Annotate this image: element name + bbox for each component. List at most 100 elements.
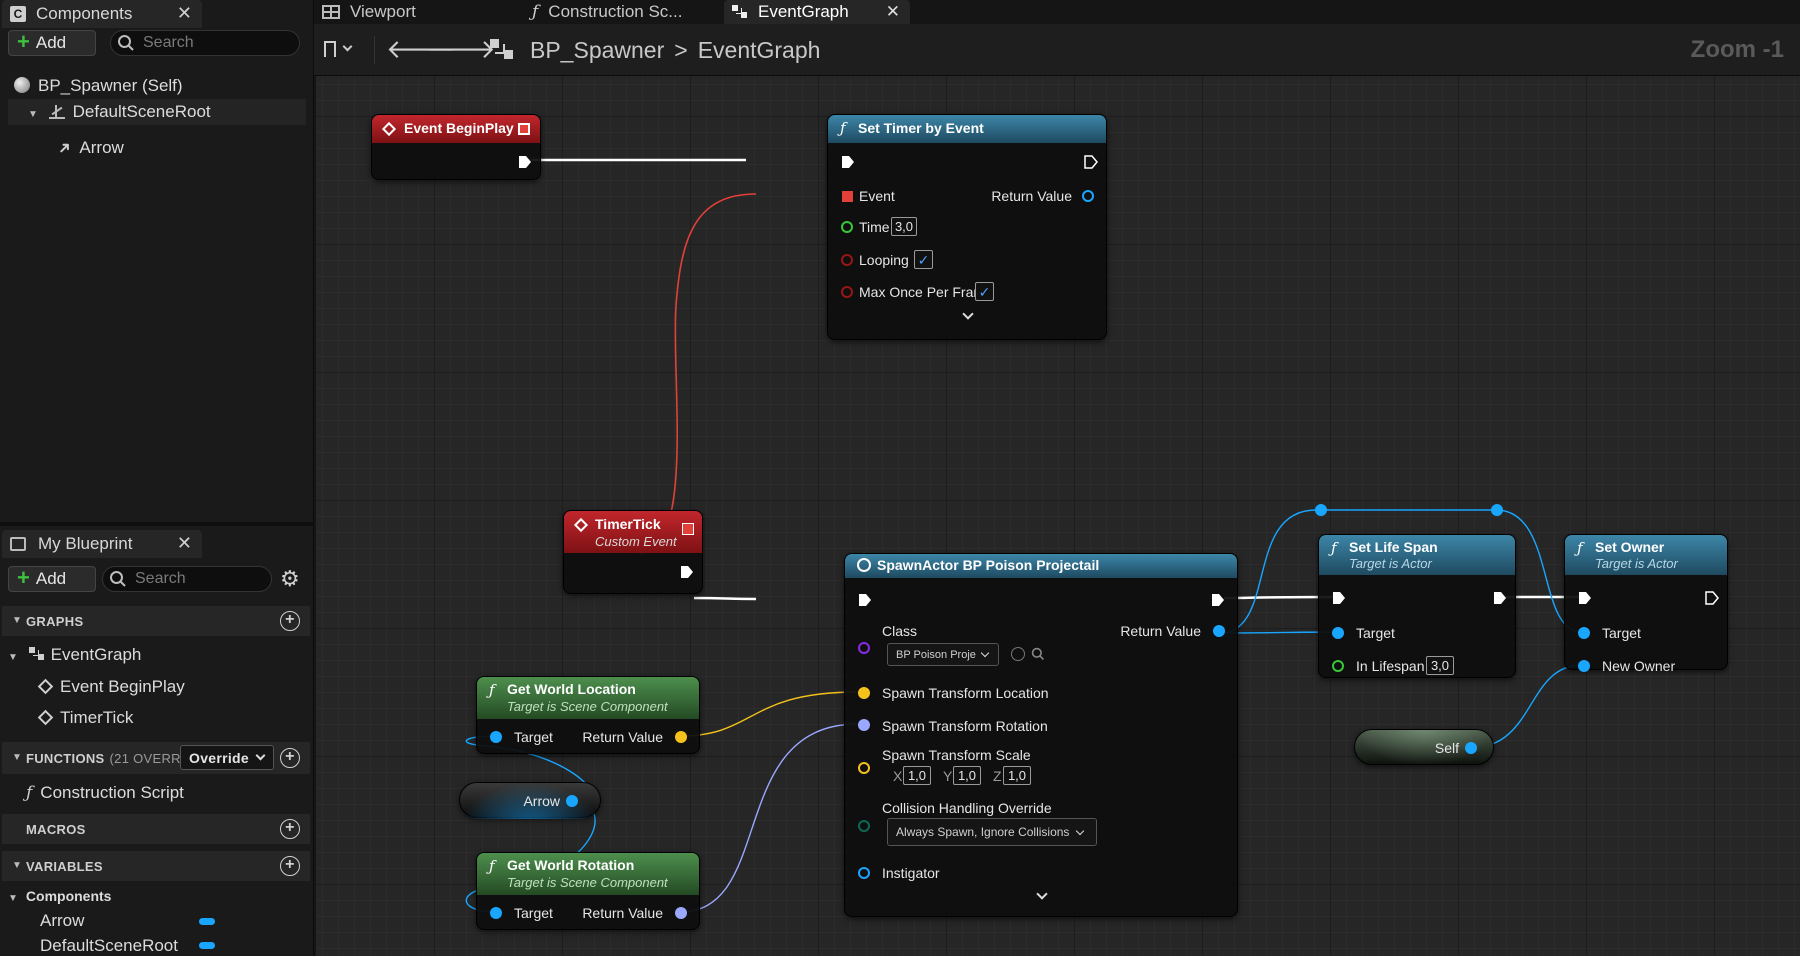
tree-item-arrow[interactable]: ➜Arrow [54, 138, 124, 160]
node-event-beginplay[interactable]: Event BeginPlay [371, 114, 541, 180]
exec-out-pin[interactable] [680, 565, 694, 579]
self-out-pin[interactable] [1465, 742, 1477, 754]
node-set-life-span[interactable]: ƒ Set Life Span Target is Actor Target I… [1318, 534, 1516, 678]
exec-in-pin[interactable] [1578, 591, 1592, 605]
node-set-timer-by-event[interactable]: ƒ Set Timer by Event Event Return Value … [827, 114, 1107, 340]
time-input[interactable]: 3,0 [891, 217, 917, 236]
class-dropdown[interactable]: BP Poison Proje [887, 643, 999, 666]
looping-checkbox[interactable]: ✓ [914, 250, 933, 269]
scale-z-input[interactable]: 1,0 [1003, 766, 1031, 785]
add-graph-icon[interactable]: + [280, 611, 300, 631]
class-pin[interactable] [858, 642, 870, 654]
close-icon[interactable]: ✕ [885, 2, 900, 21]
target-pin[interactable] [1332, 627, 1344, 639]
chevron-down-icon[interactable] [962, 308, 974, 320]
new-owner-pin[interactable] [1578, 660, 1590, 672]
target-pin[interactable] [490, 907, 502, 919]
target-pin[interactable] [1578, 627, 1590, 639]
variable-out-pin[interactable] [566, 795, 578, 807]
my-blueprint-tab[interactable]: My Blueprint ✕ [2, 530, 202, 558]
exec-out-pin[interactable] [518, 155, 532, 169]
spawn-location-pin[interactable] [858, 687, 870, 699]
functions-section-header[interactable]: ▼ FUNCTIONS (21 OVERRII Override + [2, 742, 310, 774]
delegate-pin[interactable] [518, 123, 530, 135]
breadcrumb-blueprint[interactable]: BP_Spawner [530, 36, 665, 63]
return-value-pin[interactable] [675, 731, 687, 743]
chevron-down-icon [255, 750, 266, 761]
target-pin[interactable] [490, 731, 502, 743]
variable-item-arrow[interactable]: Arrow [40, 911, 84, 931]
time-pin[interactable] [841, 221, 853, 233]
forward-arrow-icon[interactable]: 🡒 [426, 34, 496, 64]
object-wire-spawn-owner-target [1223, 509, 1583, 634]
exec-in-pin[interactable] [858, 593, 872, 607]
spawn-rotation-pin[interactable] [858, 719, 870, 731]
add-variable-icon[interactable]: + [280, 856, 300, 876]
spawn-scale-pin[interactable] [858, 762, 870, 774]
tree-item-defaultsceneroot[interactable]: ▼ DefaultSceneRoot [8, 99, 306, 125]
lifespan-input[interactable]: 3,0 [1426, 656, 1454, 675]
expand-arrow-icon[interactable]: ▼ [28, 109, 38, 120]
node-arrow-variable[interactable]: Arrow [459, 782, 601, 819]
return-value-pin[interactable] [1082, 190, 1094, 202]
add-function-icon[interactable]: + [280, 748, 300, 768]
use-selected-icon[interactable] [1011, 647, 1025, 661]
collision-pin[interactable] [858, 820, 870, 832]
my-blueprint-add-button[interactable]: + Add [8, 566, 96, 592]
looping-pin[interactable] [841, 254, 853, 266]
tree-item-label: Event BeginPlay [60, 677, 185, 696]
chevron-down-icon[interactable] [1036, 888, 1048, 900]
instigator-pin[interactable] [858, 867, 870, 879]
tab-construction-script[interactable]: ƒ Construction Sc... [520, 0, 720, 24]
max-once-checkbox[interactable]: ✓ [975, 282, 994, 301]
exec-out-pin[interactable] [1705, 591, 1719, 605]
node-get-world-location[interactable]: ƒ Get World Location Target is Scene Com… [476, 676, 700, 754]
variable-item-defaultsceneroot[interactable]: DefaultSceneRoot [40, 936, 178, 956]
variables-section-header[interactable]: ▼ VARIABLES + [2, 851, 310, 881]
breadcrumb-graph[interactable]: EventGraph [697, 36, 821, 63]
macros-section-header[interactable]: MACROS + [2, 814, 310, 844]
collision-dropdown[interactable]: Always Spawn, Ignore Collisions [887, 818, 1097, 846]
components-add-button[interactable]: + Add [8, 30, 96, 56]
exec-out-pin[interactable] [1084, 155, 1098, 169]
graph-item-event-beginplay[interactable]: Event BeginPlay [37, 677, 185, 697]
back-arrow-icon[interactable]: 🡐 [386, 34, 456, 64]
bookmark-dropdown[interactable] [324, 36, 364, 62]
exec-out-pin[interactable] [1493, 591, 1507, 605]
exec-in-pin[interactable] [841, 155, 855, 169]
node-self[interactable]: Self [1354, 729, 1494, 766]
return-value-pin[interactable] [675, 907, 687, 919]
override-dropdown[interactable]: Override [180, 745, 274, 770]
node-get-world-rotation[interactable]: ƒ Get World Rotation Target is Scene Com… [476, 852, 700, 930]
tab-eventgraph[interactable]: EventGraph ✕ [724, 0, 910, 24]
graph-item-eventgraph[interactable]: ▼ EventGraph [8, 645, 141, 665]
search-icon[interactable] [1031, 647, 1045, 661]
node-timertick[interactable]: TimerTick Custom Event [563, 510, 703, 594]
close-icon[interactable]: ✕ [176, 533, 192, 553]
scale-y-input[interactable]: 1,0 [953, 766, 981, 785]
in-lifespan-pin[interactable] [1332, 660, 1344, 672]
graphs-section-header[interactable]: ▼ GRAPHS + [2, 606, 310, 636]
exec-in-pin[interactable] [1332, 591, 1346, 605]
add-macro-icon[interactable]: + [280, 819, 300, 839]
gear-icon[interactable]: ⚙ [280, 566, 300, 591]
graph-canvas[interactable]: Event BeginPlay ƒ Set Timer by Event Eve… [316, 76, 1800, 956]
tab-viewport[interactable]: Viewport [314, 0, 504, 24]
components-tab[interactable]: C Components ✕ [2, 0, 202, 28]
close-icon[interactable]: ✕ [176, 3, 192, 23]
max-once-pin[interactable] [841, 286, 853, 298]
variable-category-components[interactable]: ▼Components [8, 888, 111, 904]
my-blueprint-search-input[interactable]: Search [102, 566, 272, 592]
graph-item-timertick[interactable]: TimerTick [37, 708, 133, 728]
scale-x-input[interactable]: 1,0 [903, 766, 931, 785]
delegate-pin[interactable] [682, 523, 694, 535]
panel-splitter[interactable] [0, 522, 314, 526]
event-delegate-pin[interactable] [842, 191, 853, 202]
node-set-owner[interactable]: ƒ Set Owner Target is Actor Target New O… [1564, 534, 1728, 674]
return-value-pin[interactable] [1213, 625, 1225, 637]
tree-item-self[interactable]: BP_Spawner (Self) [14, 76, 183, 96]
node-spawn-actor[interactable]: SpawnActor BP Poison Projectail Class BP… [844, 553, 1238, 917]
components-search-input[interactable]: Search [110, 30, 300, 56]
exec-out-pin[interactable] [1211, 593, 1225, 607]
